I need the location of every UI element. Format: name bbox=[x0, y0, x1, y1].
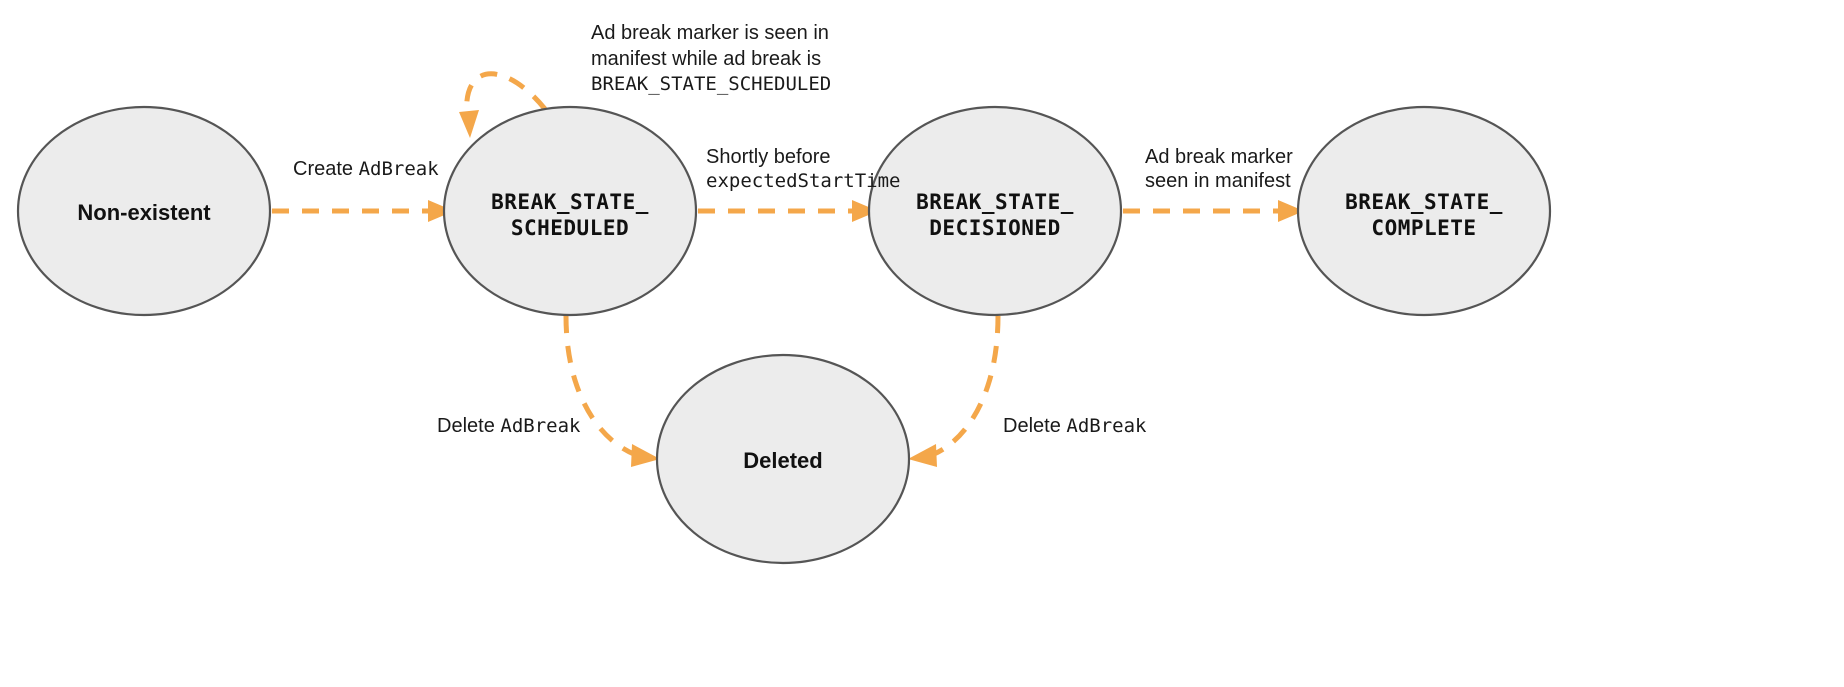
edge-label-selfloop-line1: Ad break marker is seen in bbox=[591, 22, 829, 44]
edge-label-marker-seen-seg-l2: seen in manifest bbox=[1145, 170, 1291, 192]
edge-path-delete-from-scheduled bbox=[563, 315, 637, 458]
node-shape-deleted bbox=[655, 353, 911, 565]
arrowhead-marker-seen-manifest bbox=[1278, 200, 1304, 222]
edge-label-create-adbreak: Create AdBreak bbox=[293, 158, 439, 180]
edge-label-selfloop-seg-l3: BREAK_STATE_SCHEDULED bbox=[591, 73, 831, 95]
edge-label-selfloop-seg-l2: manifest while ad break is bbox=[591, 48, 821, 70]
node-break-state-decisioned[interactable]: BREAK_STATE_ DECISIONED bbox=[867, 105, 1123, 317]
edge-label-delete-decisioned-seg1: AdBreak bbox=[1066, 415, 1147, 437]
node-label-deleted: Deleted bbox=[743, 448, 822, 473]
edge-label-create-adbreak-seg0: Create bbox=[293, 158, 359, 180]
edge-label-shortly-before-line2: expectedStartTime bbox=[706, 170, 900, 192]
edge-label-delete-scheduled-seg0: Delete bbox=[437, 415, 500, 437]
arrowhead-create-adbreak bbox=[428, 200, 454, 222]
edge-delete-from-scheduled bbox=[563, 315, 660, 467]
edge-create-adbreak bbox=[272, 200, 454, 222]
edge-selfloop-scheduled bbox=[459, 71, 547, 138]
edge-label-marker-seen-line1: Ad break marker bbox=[1145, 146, 1293, 168]
edge-label-marker-seen-line2: seen in manifest bbox=[1145, 170, 1291, 192]
edge-label-delete-from-scheduled: Delete AdBreak bbox=[437, 415, 581, 437]
edge-labels-layer: Create AdBreak Ad break marker is seen i… bbox=[293, 22, 1293, 437]
node-label-non-existent: Non-existent bbox=[77, 200, 211, 225]
node-label-break-state-scheduled-line1: BREAK_STATE_ bbox=[491, 190, 649, 214]
edge-label-delete-decisioned-seg0: Delete bbox=[1003, 415, 1066, 437]
node-non-existent[interactable]: Non-existent bbox=[16, 105, 272, 317]
edge-path-delete-from-decisioned bbox=[931, 315, 1001, 458]
edge-label-delete-from-decisioned: Delete AdBreak bbox=[1003, 415, 1147, 437]
arrowhead-selfloop-scheduled bbox=[459, 110, 479, 138]
arrowhead-delete-from-scheduled bbox=[631, 444, 660, 467]
arrowhead-delete-from-decisioned bbox=[908, 444, 937, 467]
edge-shortly-before bbox=[698, 200, 878, 222]
edge-label-shortly-before-seg-l2: expectedStartTime bbox=[706, 170, 900, 192]
edge-label-selfloop-line3: BREAK_STATE_SCHEDULED bbox=[591, 73, 831, 95]
node-deleted[interactable]: Deleted bbox=[655, 353, 911, 565]
edge-label-shortly-before-line1: Shortly before bbox=[706, 146, 831, 168]
edge-label-delete-scheduled-seg1: AdBreak bbox=[500, 415, 581, 437]
node-label-break-state-scheduled-line2: SCHEDULED bbox=[511, 216, 629, 240]
edge-path-selfloop-scheduled bbox=[464, 71, 547, 117]
node-shape-break-state-decisioned bbox=[867, 105, 1123, 317]
nodes-layer: Non-existent BREAK_STATE_ SCHEDULED BREA… bbox=[16, 105, 1552, 565]
node-break-state-scheduled[interactable]: BREAK_STATE_ SCHEDULED bbox=[442, 105, 698, 317]
node-break-state-complete[interactable]: BREAK_STATE_ COMPLETE bbox=[1296, 105, 1552, 317]
node-label-break-state-complete-line2: COMPLETE bbox=[1371, 216, 1476, 240]
node-label-break-state-decisioned-line2: DECISIONED bbox=[929, 216, 1060, 240]
edge-label-selfloop-seg-l1: Ad break marker is seen in bbox=[591, 22, 829, 44]
node-label-break-state-decisioned-line1: BREAK_STATE_ bbox=[916, 190, 1074, 214]
edge-label-shortly-before-seg-l1: Shortly before bbox=[706, 146, 831, 168]
node-shape-break-state-scheduled bbox=[442, 105, 698, 317]
node-shape-non-existent bbox=[16, 105, 272, 317]
edges-layer bbox=[272, 71, 1304, 467]
node-label-break-state-complete-line1: BREAK_STATE_ bbox=[1345, 190, 1503, 214]
node-shape-break-state-complete bbox=[1296, 105, 1552, 317]
edge-label-selfloop-line2: manifest while ad break is bbox=[591, 48, 821, 70]
arrowhead-shortly-before bbox=[852, 200, 878, 222]
edge-label-create-adbreak-seg1: AdBreak bbox=[359, 158, 440, 180]
edge-label-marker-seen-seg-l1: Ad break marker bbox=[1145, 146, 1293, 168]
edge-delete-from-decisioned bbox=[908, 315, 1001, 467]
edge-marker-seen-manifest bbox=[1123, 200, 1304, 222]
